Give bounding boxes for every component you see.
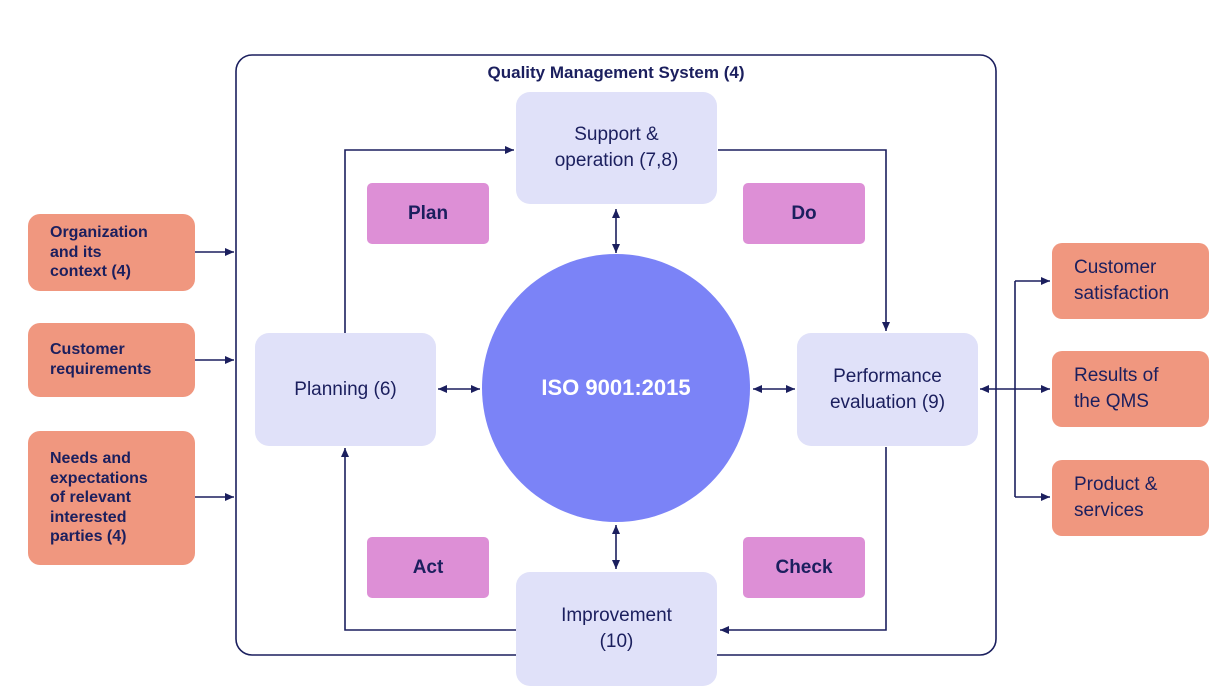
system-title: Quality Management System (4) bbox=[487, 63, 745, 82]
input-customer-requirements: Customer requirements bbox=[28, 323, 195, 397]
act-label: Act bbox=[367, 537, 489, 598]
support-operation-box: Support & operation (7,8) bbox=[516, 92, 717, 204]
do-label: Do bbox=[743, 183, 865, 244]
output-customer-satisfaction: Customer satisfaction bbox=[1052, 243, 1209, 319]
planning-to-support-arrow bbox=[344, 146, 514, 333]
plan-label: Plan bbox=[367, 183, 489, 244]
support-to-performance-arrow bbox=[718, 149, 890, 331]
check-label: Check bbox=[743, 537, 865, 598]
output-product-services: Product & services bbox=[1052, 460, 1209, 536]
planning-box: Planning (6) bbox=[255, 333, 436, 446]
iso-center-label: ISO 9001:2015 bbox=[541, 375, 691, 400]
output-results-qms: Results of the QMS bbox=[1052, 351, 1209, 427]
improvement-box: Improvement (10) bbox=[516, 572, 717, 686]
performance-evaluation-box: Performance evaluation (9) bbox=[797, 333, 978, 446]
input-interested-parties: Needs and expectations of relevant inter… bbox=[28, 431, 195, 565]
input-organization-context: Organization and its context (4) bbox=[28, 214, 195, 291]
improvement-to-planning-arrow bbox=[341, 448, 516, 631]
iso-center-circle: ISO 9001:2015 bbox=[482, 254, 750, 522]
performance-to-improvement-arrow bbox=[720, 447, 887, 634]
